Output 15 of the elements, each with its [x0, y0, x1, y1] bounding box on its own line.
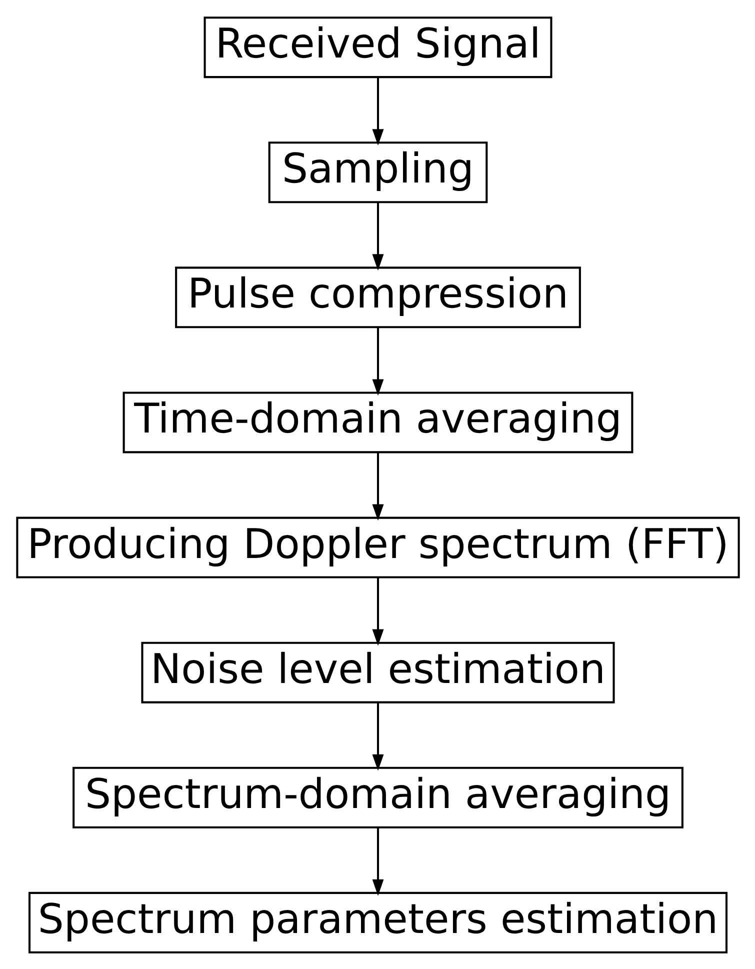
arrow — [372, 327, 384, 396]
arrow — [372, 827, 384, 896]
arrow — [372, 76, 384, 146]
node-box: Spectrum parameters estimation — [28, 891, 728, 953]
arrow — [372, 452, 384, 520]
node-box: Time-domain averaging — [122, 391, 633, 453]
arrow — [372, 202, 384, 270]
arrow — [372, 702, 384, 770]
node-box: Spectrum-domain averaging — [72, 766, 683, 828]
node-box: Sampling — [268, 141, 488, 203]
node-box: Noise level estimation — [140, 641, 614, 703]
node-box: Producing Doppler spectrum (FFT) — [16, 516, 740, 578]
node-box: Received Signal — [203, 16, 552, 78]
node-box: Pulse compression — [174, 266, 580, 328]
arrow — [372, 577, 384, 646]
